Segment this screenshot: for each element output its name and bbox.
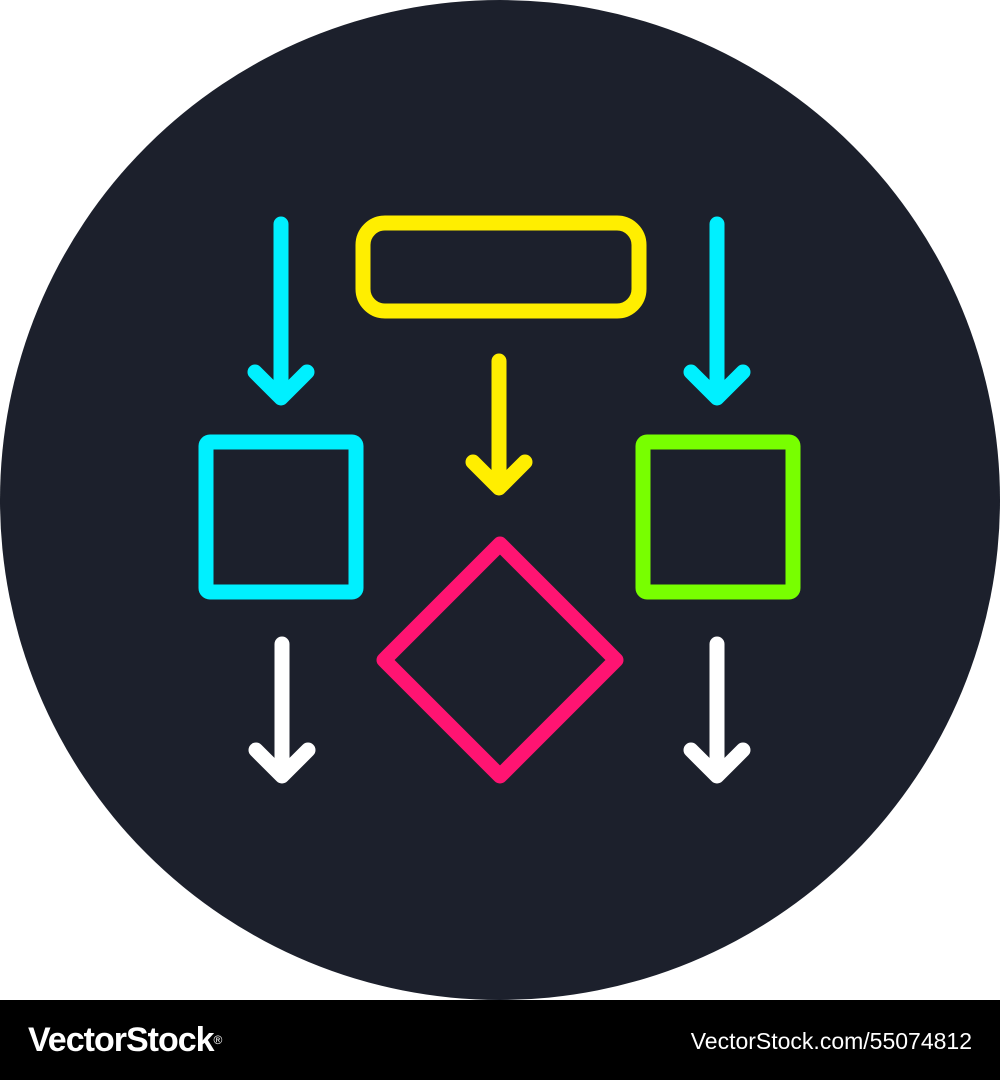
image-id-label: VectorStock.com/55074812 xyxy=(690,1028,972,1054)
top-process-box xyxy=(355,215,647,319)
flowchart-icon xyxy=(0,0,1000,1000)
right-output-arrow xyxy=(683,636,751,784)
registered-mark: ® xyxy=(213,1033,223,1047)
left-output-arrow xyxy=(248,636,316,784)
right-input-arrow xyxy=(683,216,751,406)
illustration-canvas xyxy=(0,0,1000,1000)
left-input-arrow xyxy=(247,216,315,406)
right-process-box xyxy=(635,434,801,600)
center-arrow xyxy=(465,353,533,496)
decision-diamond xyxy=(376,536,624,784)
left-process-box xyxy=(198,434,364,600)
vectorstock-logo: VectorStock® xyxy=(28,1018,223,1062)
watermark-footer: VectorStock® VectorStock.com/55074812 xyxy=(0,1000,1000,1080)
background-circle xyxy=(0,0,1000,1000)
brand-name: VectorStock xyxy=(28,1021,215,1059)
